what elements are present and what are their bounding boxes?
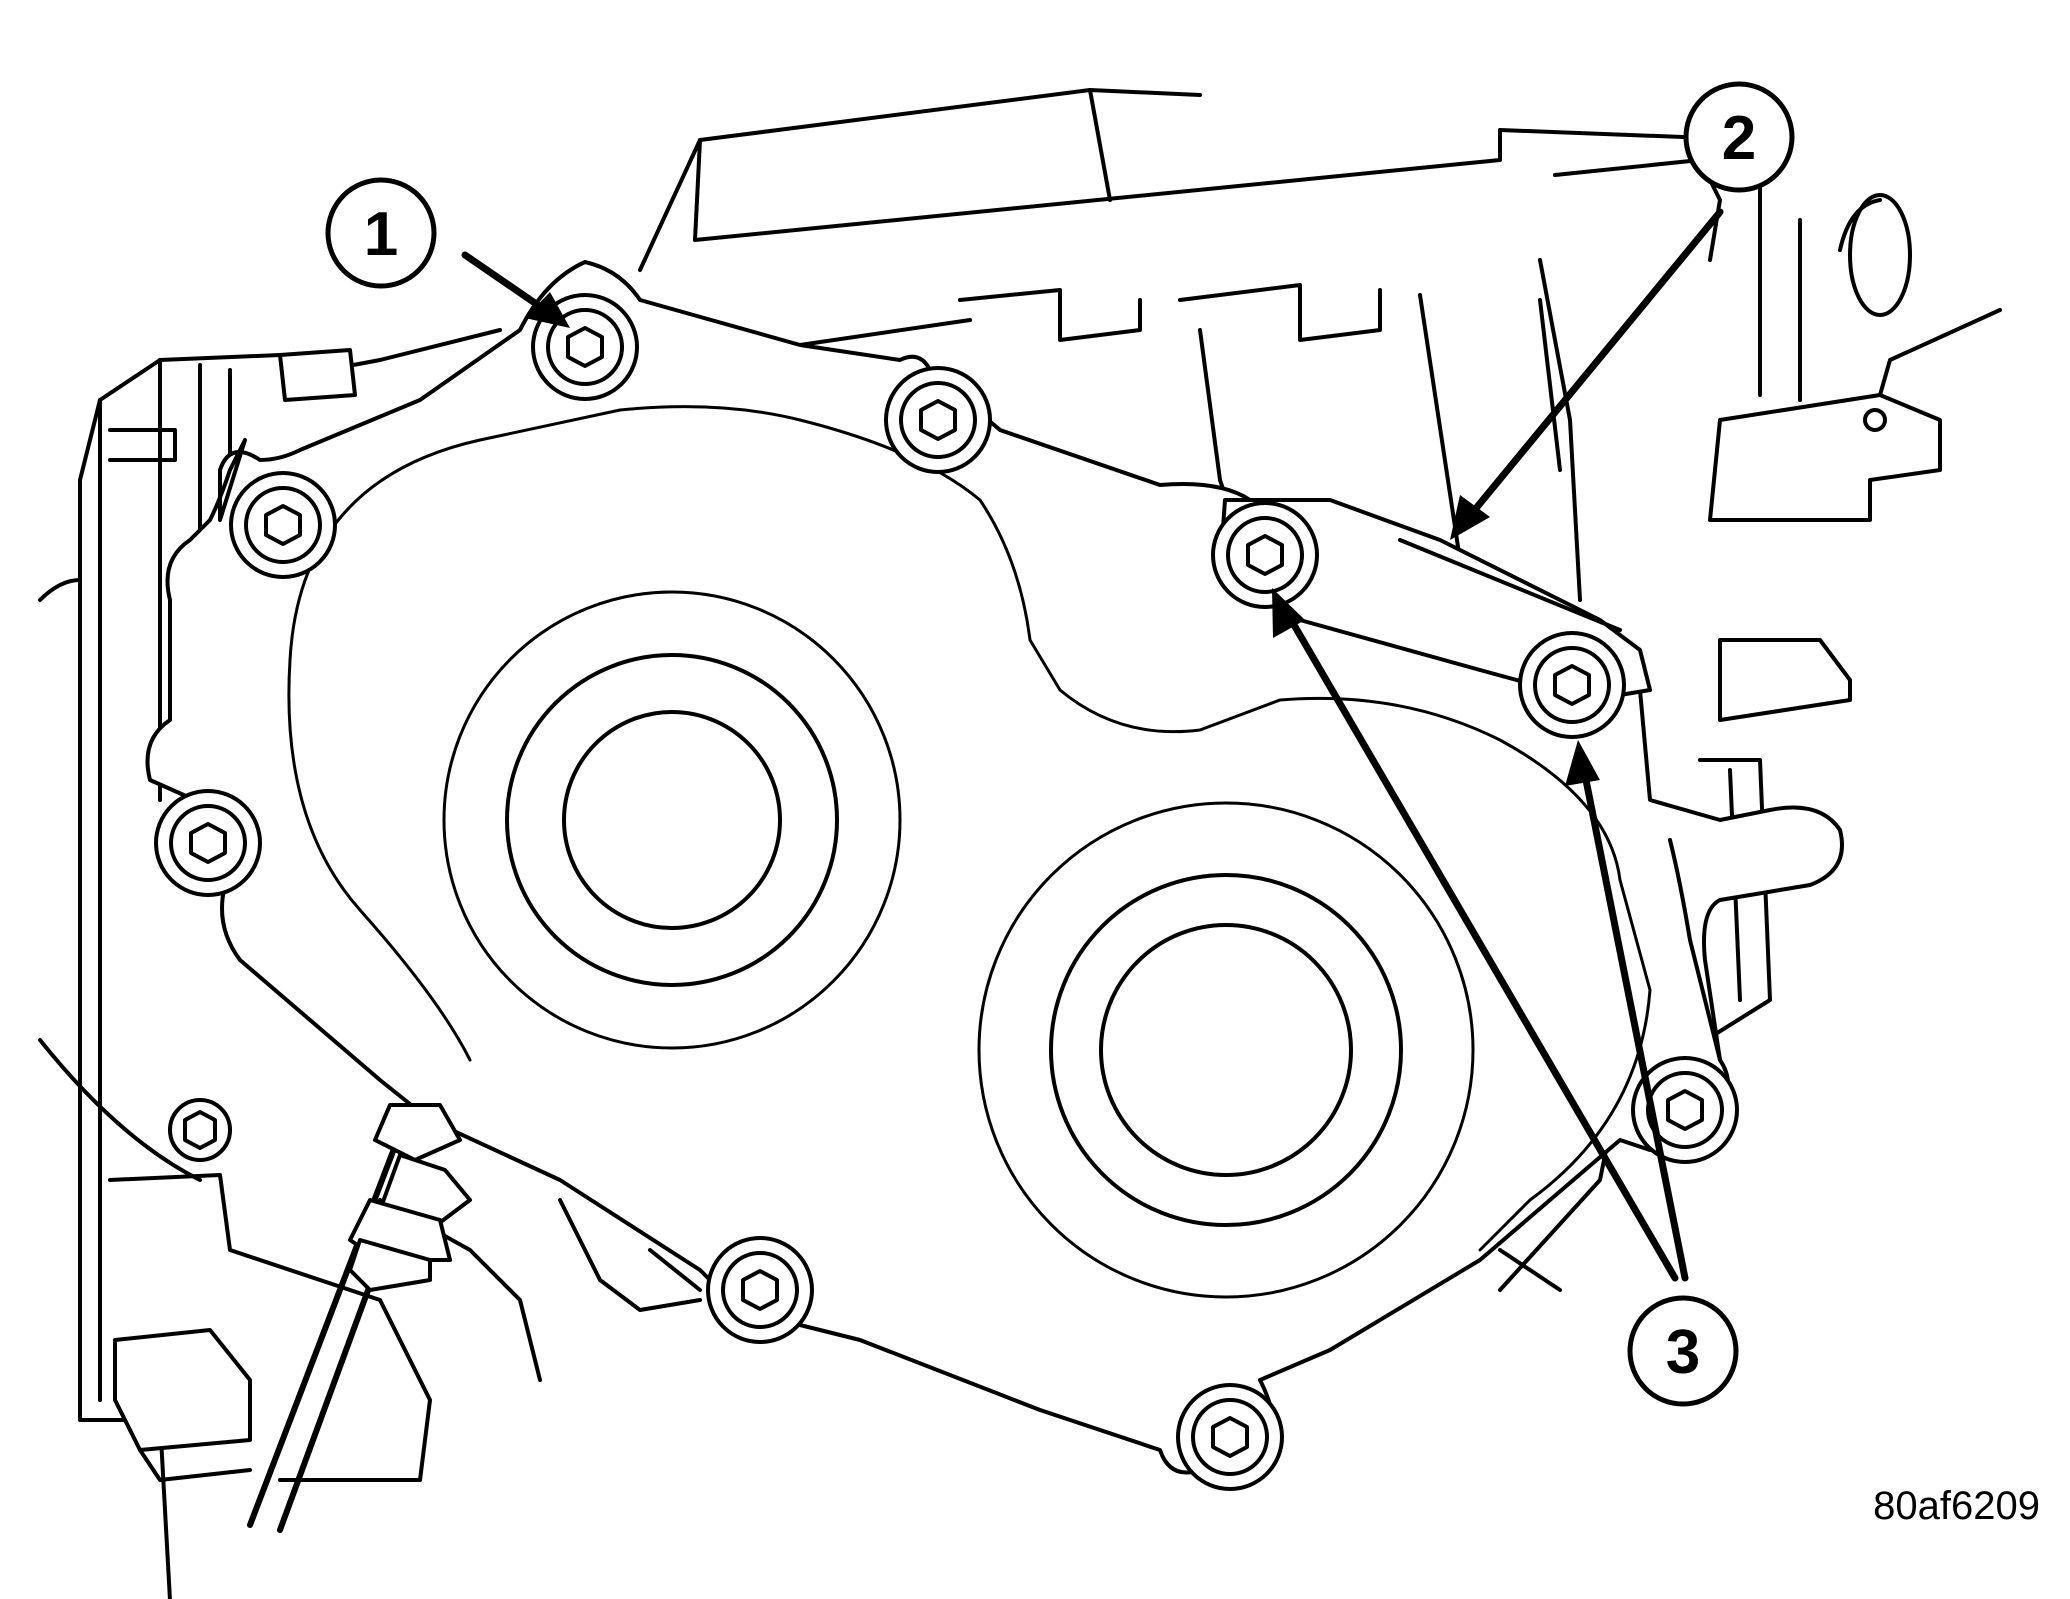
bolt [1518, 631, 1626, 739]
callout-3-label: 3 [1666, 1318, 1700, 1387]
figure-code: 80af6209 [1873, 1484, 2040, 1528]
cover-bolts [154, 293, 1739, 1491]
callout-2-label: 2 [1722, 104, 1756, 173]
callout-1-label: 1 [364, 200, 398, 269]
bolt [884, 366, 992, 474]
callout-2: 2 [1683, 81, 1795, 193]
bolt [154, 789, 262, 897]
bolt [229, 471, 337, 579]
bolt [1176, 1383, 1284, 1491]
engine-block-background [38, 88, 2002, 1599]
leader-lines [461, 208, 1724, 1282]
leader-3 [1272, 588, 1689, 1282]
bolt [706, 1236, 814, 1344]
callout-1: 1 [325, 177, 437, 289]
shift-cable [247, 1103, 472, 1533]
leader-1 [461, 251, 570, 328]
transfer-case-cover [145, 260, 1844, 1475]
leader-2 [1450, 208, 1724, 540]
callout-3: 3 [1627, 1295, 1739, 1407]
bolt [168, 1098, 232, 1162]
bolt [1211, 501, 1319, 609]
